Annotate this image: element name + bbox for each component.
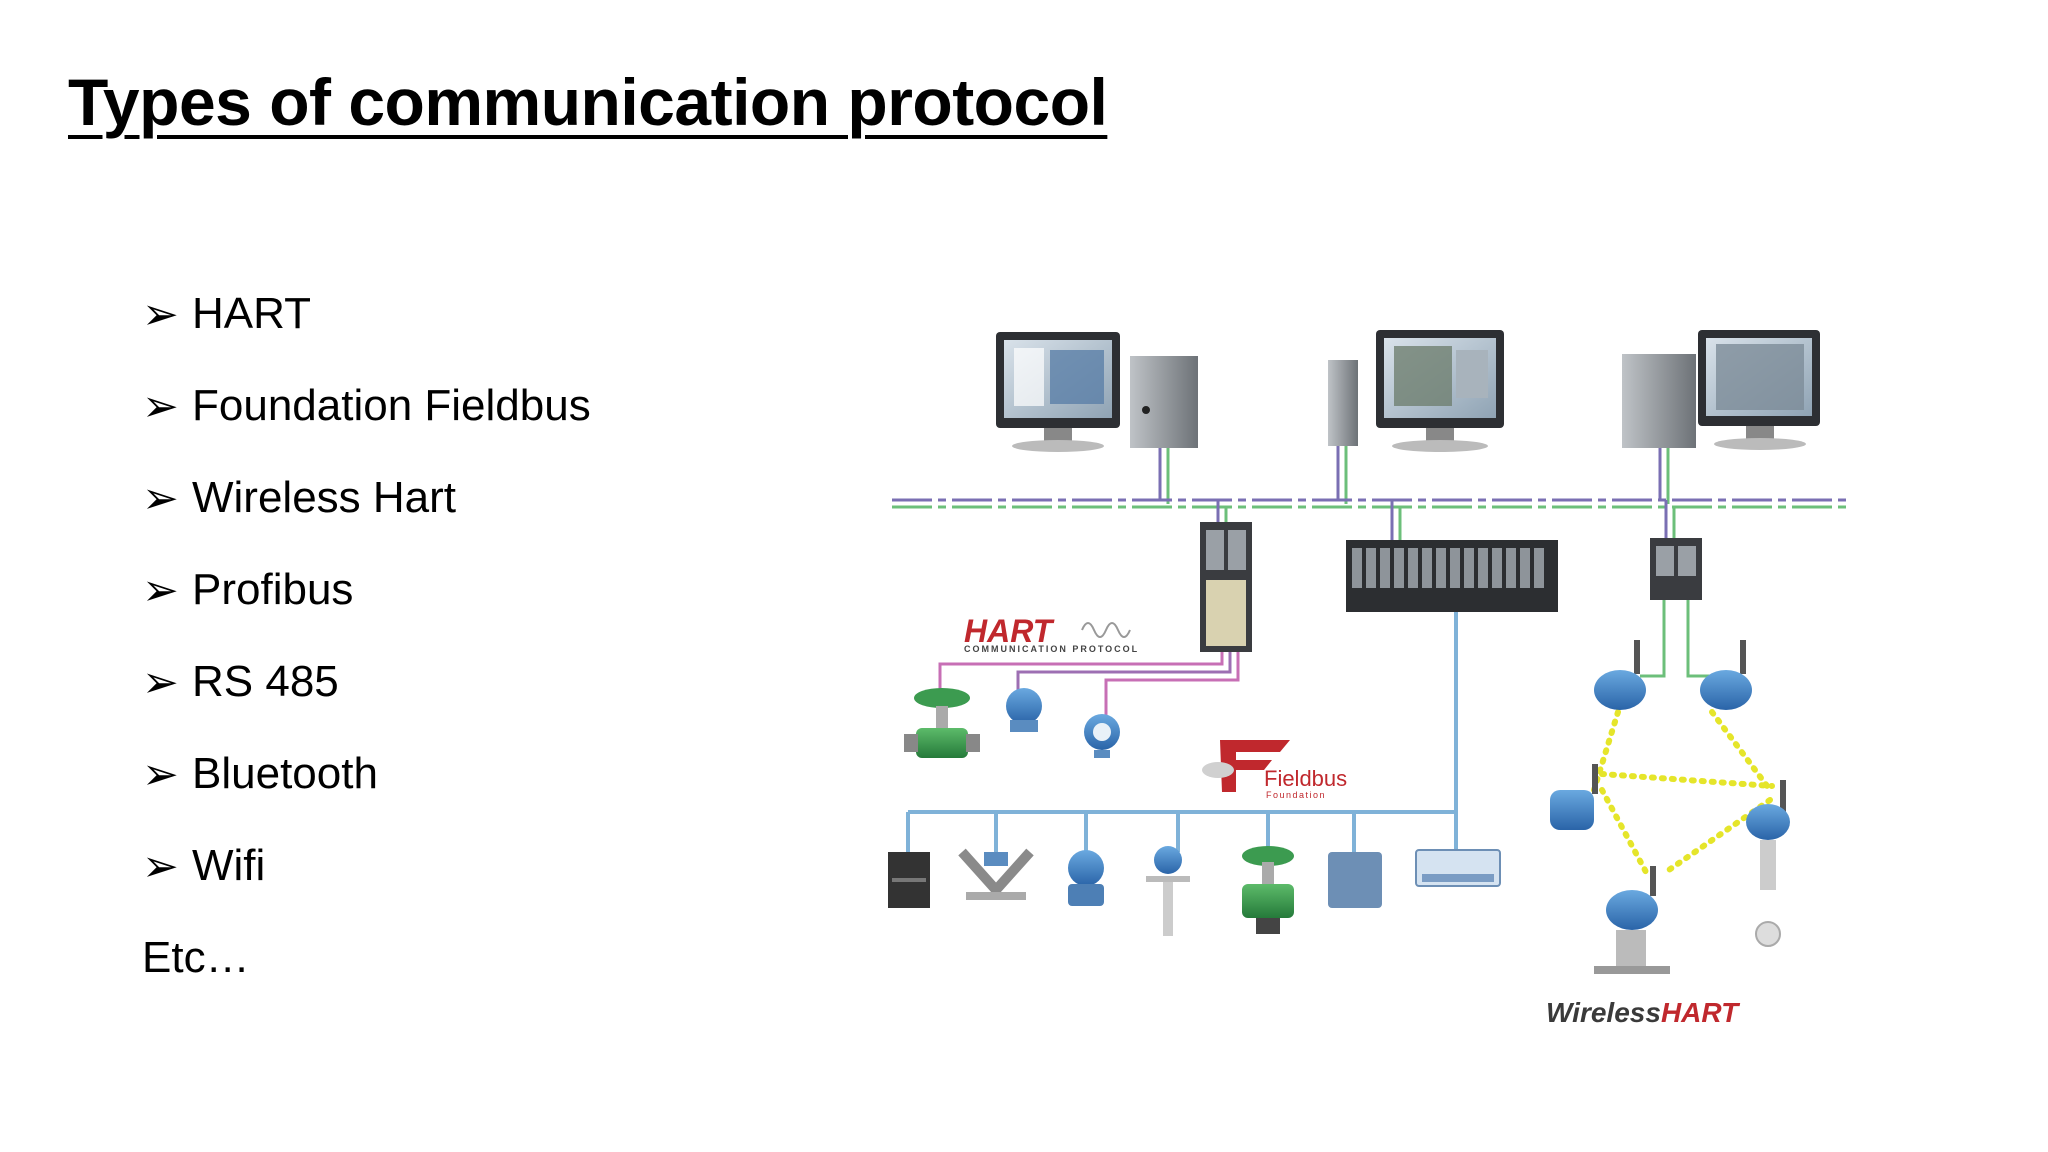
hart-logo: HART COMMUNICATION PROTOCOL bbox=[964, 613, 1139, 654]
bullet-item: ➢ Bluetooth bbox=[142, 728, 591, 820]
bullet-item: ➢ Profibus bbox=[142, 544, 591, 636]
fieldbus-device-junction bbox=[888, 852, 930, 908]
bullet-item: ➢ HART bbox=[142, 268, 591, 360]
workstation-cables bbox=[1158, 446, 1670, 504]
bullet-label: RS 485 bbox=[192, 657, 339, 706]
fieldbus-logo-subtitle: Foundation bbox=[1266, 790, 1326, 800]
wireless-transmitter-3 bbox=[1550, 764, 1598, 830]
hart-wiring bbox=[938, 652, 1240, 716]
bullet-label: Bluetooth bbox=[192, 749, 378, 798]
bullet-label: Profibus bbox=[192, 565, 354, 614]
workstation-middle bbox=[1328, 330, 1504, 452]
fieldbus-junction-box bbox=[1328, 852, 1382, 908]
workstation-left bbox=[996, 332, 1198, 452]
wireless-transmitter-5 bbox=[1594, 866, 1670, 974]
wireless-transmitter-4 bbox=[1746, 780, 1790, 947]
hart-logo-subtitle: COMMUNICATION PROTOCOL bbox=[964, 644, 1139, 654]
arrow-bullet-icon: ➢ bbox=[142, 657, 179, 707]
wireless-transmitter-2 bbox=[1700, 640, 1752, 710]
wireless-transmitter-1 bbox=[1594, 640, 1646, 710]
fieldbus-io-rack bbox=[1346, 540, 1558, 612]
workstation-right bbox=[1622, 330, 1820, 450]
fieldbus-power-module bbox=[1415, 849, 1501, 887]
bullet-item: ➢ RS 485 bbox=[142, 636, 591, 728]
wireless-gateway bbox=[1650, 538, 1702, 600]
bullet-item: ➢ Wifi bbox=[142, 820, 591, 912]
wirelesshart-logo: WirelessHART bbox=[1546, 997, 1741, 1028]
controller-cables bbox=[1216, 500, 1676, 540]
arrow-bullet-icon: ➢ bbox=[142, 841, 179, 891]
svg-text:WirelessHART: WirelessHART bbox=[1546, 997, 1741, 1028]
slide-title: Types of communication protocol bbox=[68, 65, 1108, 139]
hart-controller bbox=[1200, 522, 1252, 652]
bullet-label: Wireless Hart bbox=[192, 473, 457, 522]
wirelesshart-prefix: Wireless bbox=[1546, 997, 1661, 1028]
protocol-list: ➢ HART ➢ Foundation Fieldbus ➢ Wireless Har… bbox=[142, 268, 591, 1004]
wireless-mesh bbox=[1591, 709, 1775, 875]
fieldbus-flowmeter bbox=[958, 848, 1034, 900]
fieldbus-pressure-transmitter bbox=[1068, 850, 1104, 906]
bullet-label: Wifi bbox=[192, 841, 266, 890]
hart-control-valve bbox=[904, 688, 980, 758]
bullet-item: ➢ Wireless Hart bbox=[142, 452, 591, 544]
bullet-label: Foundation Fieldbus bbox=[192, 381, 591, 430]
arrow-bullet-icon: ➢ bbox=[142, 289, 179, 339]
fieldbus-radar-level bbox=[1146, 846, 1190, 936]
fieldbus-control-valve bbox=[1242, 846, 1294, 934]
bullet-label: HART bbox=[192, 289, 311, 338]
fieldbus-logo: Fieldbus Foundation bbox=[1202, 740, 1347, 800]
wirelesshart-suffix: HART bbox=[1661, 997, 1741, 1028]
bullet-item: ➢ Foundation Fieldbus bbox=[142, 360, 591, 452]
fieldbus-logo-text: Fieldbus bbox=[1264, 766, 1347, 791]
arrow-bullet-icon: ➢ bbox=[142, 381, 179, 431]
hart-transmitter bbox=[1006, 688, 1042, 732]
fieldbus-wiring bbox=[906, 612, 1458, 852]
hart-logo-text: HART bbox=[964, 613, 1055, 649]
hart-transmitter-display bbox=[1084, 714, 1120, 758]
network-diagram: HART COMMUNICATION PROTOCOL Fieldbus Fou… bbox=[888, 330, 1848, 1028]
arrow-bullet-icon: ➢ bbox=[142, 473, 179, 523]
arrow-bullet-icon: ➢ bbox=[142, 565, 179, 615]
etc-label: Etc… bbox=[142, 933, 250, 982]
wireless-gateway-wiring bbox=[1640, 600, 1714, 678]
arrow-bullet-icon: ➢ bbox=[142, 749, 179, 799]
backbone-bus bbox=[892, 498, 1848, 509]
